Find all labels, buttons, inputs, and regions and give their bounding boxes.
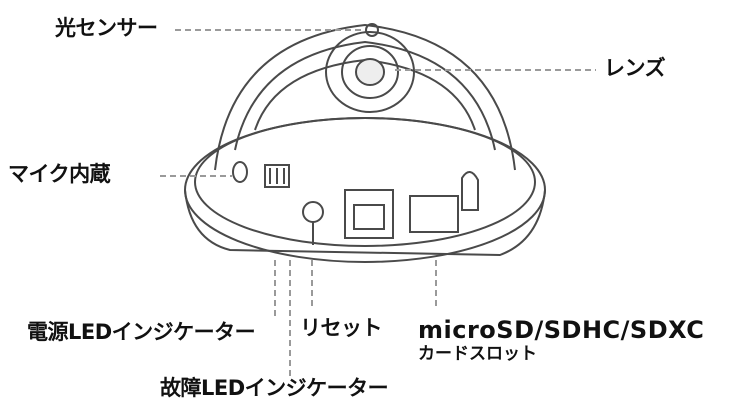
lens-glass <box>355 58 385 86</box>
leader-lines <box>160 29 596 378</box>
sd-slot-shape <box>409 195 459 233</box>
lens-housing <box>325 31 415 113</box>
label-lens: レンズ <box>604 56 666 80</box>
reset-button-shape <box>302 201 324 223</box>
label-built-in-mic: マイク内蔵 <box>8 162 111 186</box>
lens-outer-ring <box>341 45 399 99</box>
label-sd-slot-line1: microSD/SDHC/SDXC <box>418 316 705 344</box>
label-fault-led: 故障LEDインジケーター <box>160 376 389 400</box>
port-opening <box>344 189 394 239</box>
label-sd-slot-line2: カードスロット <box>418 344 537 364</box>
label-reset: リセット <box>300 316 383 340</box>
base-ring-inner <box>194 117 536 247</box>
label-power-led: 電源LEDインジケーター <box>27 320 256 344</box>
side-clip <box>461 171 479 211</box>
dome-inner-band <box>234 40 496 151</box>
led-slits-box <box>264 164 290 188</box>
label-light-sensor: 光センサー <box>55 16 158 40</box>
dome-body <box>214 23 516 171</box>
light-sensor-dot <box>365 23 379 37</box>
mic-hole <box>232 161 248 183</box>
housing-skirt <box>184 189 546 257</box>
